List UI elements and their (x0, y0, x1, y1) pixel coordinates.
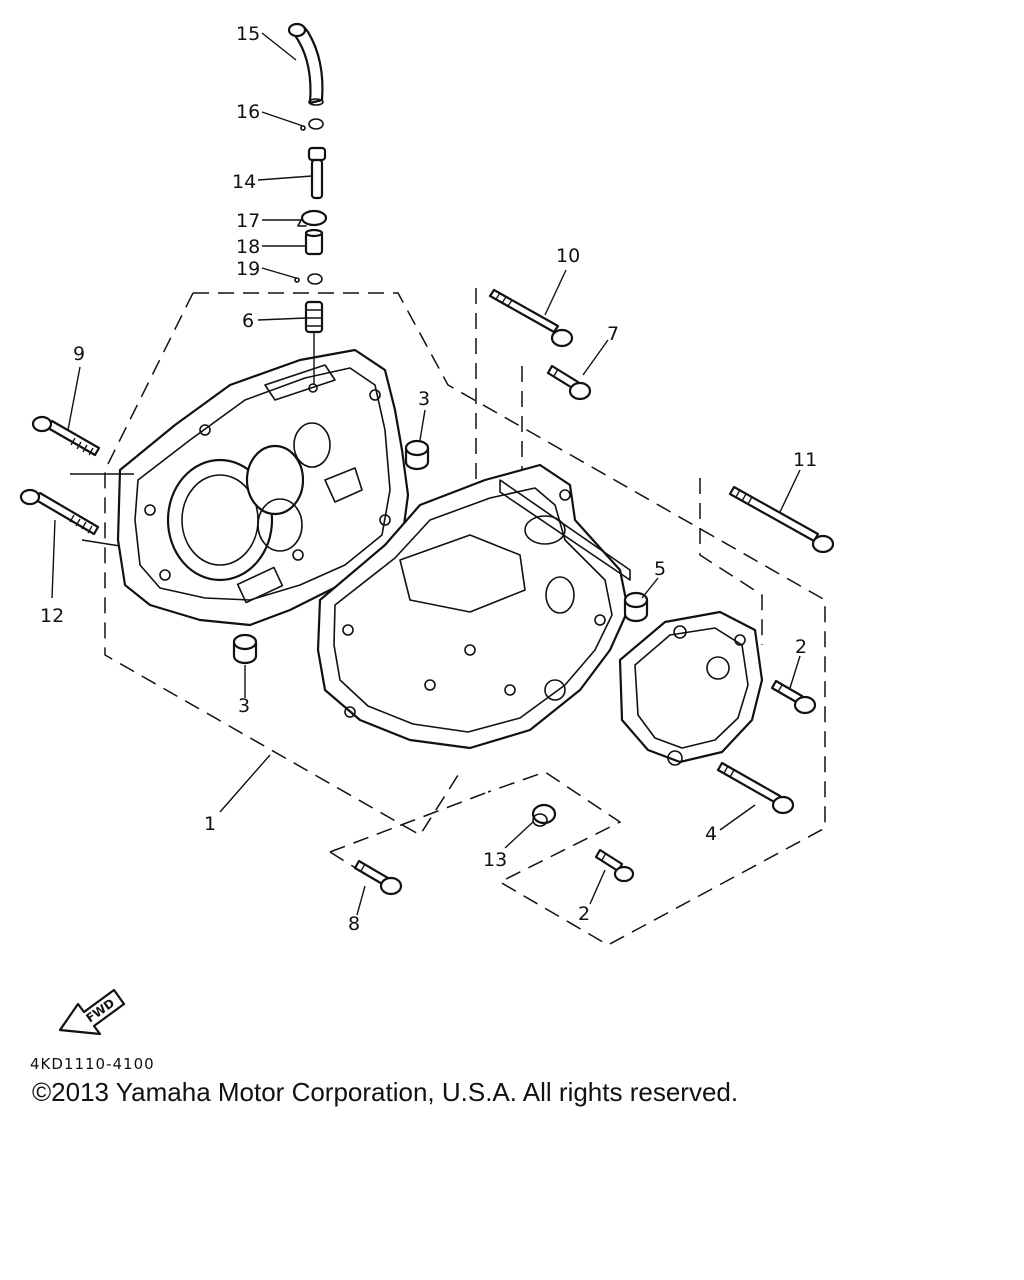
bolt-2-lower (594, 848, 635, 883)
callout-18: 18 (236, 236, 260, 258)
dowel-pin-3-lower (232, 633, 258, 665)
bolt-4 (716, 761, 795, 815)
callout-10: 10 (556, 245, 580, 267)
callout-15: 15 (236, 23, 260, 45)
bolt-8 (353, 859, 403, 896)
fwd-arrow-icon: FWD (58, 988, 126, 1036)
callout-1: 1 (204, 813, 216, 835)
bolt-9 (31, 415, 101, 457)
bolt-11 (728, 485, 835, 554)
joint-14 (307, 146, 327, 200)
clip-16 (300, 118, 324, 131)
dowel-pin-5 (623, 591, 649, 623)
bolt-2-upper (770, 679, 817, 715)
bolt-10 (488, 288, 574, 348)
callouts: 15 16 14 17 18 19 6 10 7 9 3 11 12 5 2 3… (40, 23, 817, 935)
callout-19: 19 (236, 258, 260, 280)
callout-13: 13 (483, 849, 507, 871)
left-crankcase-half (116, 348, 410, 627)
o-ring-19 (294, 273, 323, 285)
fitting-6 (304, 300, 324, 385)
part-code: 4KD1110-4100 (30, 1055, 155, 1073)
callout-16: 16 (236, 101, 260, 123)
callout-17: 17 (236, 210, 260, 232)
callout-4: 4 (705, 823, 717, 845)
clamp-17 (297, 209, 328, 227)
dowel-pin-3-upper (404, 439, 430, 471)
copyright-notice: ©2013 Yamaha Motor Corporation, U.S.A. A… (32, 1077, 739, 1107)
bolt-7 (546, 364, 592, 401)
right-crankcase-half (316, 463, 631, 750)
callout-2-upper: 2 (795, 636, 807, 658)
callout-3-lower: 3 (238, 695, 250, 717)
leader-lines (51, 32, 801, 916)
bolt-12 (19, 488, 100, 536)
breather-pipe-15 (287, 22, 324, 106)
callout-12: 12 (40, 605, 64, 627)
callout-9: 9 (73, 343, 85, 365)
callout-5: 5 (654, 558, 666, 580)
callout-2-lower: 2 (578, 903, 590, 925)
callout-7: 7 (607, 323, 619, 345)
callout-14: 14 (232, 171, 256, 193)
crankcase-cover (618, 610, 764, 766)
callout-11: 11 (793, 449, 817, 471)
collar-18 (304, 228, 324, 256)
callout-8: 8 (348, 913, 360, 935)
callout-3-upper: 3 (418, 388, 430, 410)
clamp-13 (531, 803, 557, 827)
callout-6: 6 (242, 310, 254, 332)
